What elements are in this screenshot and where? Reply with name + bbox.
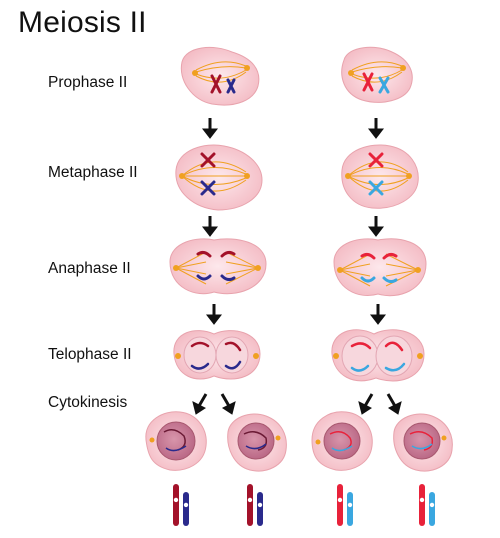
centromere-icon [257, 502, 263, 508]
chromosome-pair-right-b [419, 484, 435, 526]
arrow-icon [205, 304, 387, 325]
stage-label-metaphase: Metaphase II [48, 164, 138, 181]
stage-label-telophase: Telophase II [48, 346, 132, 363]
chromatid-partner [347, 492, 353, 526]
stage-label-prophase: Prophase II [48, 74, 128, 91]
chromatid-main [337, 484, 343, 526]
centrosome-icon [192, 65, 250, 76]
chromosome-pair-right-a [337, 484, 353, 526]
prophase-cell-left [180, 46, 260, 106]
arrow-icon [192, 393, 402, 415]
chromosome-pair-left-b [247, 484, 263, 526]
stage-label-cytokinesis: Cytokinesis [48, 394, 128, 411]
centromere-icon [173, 497, 179, 503]
chromatid-main [247, 484, 253, 526]
centromere-icon [337, 497, 343, 503]
telophase-cell-left [173, 330, 261, 380]
centrosome-icon [333, 353, 423, 359]
daughter-cell-4 [393, 413, 453, 472]
centromere-icon [183, 502, 189, 508]
centrosome-icon [275, 435, 281, 441]
telophase-cell-right [331, 329, 425, 382]
centrosome-icon [348, 65, 406, 76]
stage-label-anaphase: Anaphase II [48, 260, 131, 277]
chromatid-partner [257, 492, 263, 526]
centromere-icon [429, 502, 435, 508]
centrosome-icon [441, 435, 447, 441]
prophase-cell-right [341, 46, 413, 103]
chromatid-partner [183, 492, 189, 526]
centrosome-icon [179, 173, 250, 179]
chromatid-main [419, 484, 425, 526]
centrosome-icon [149, 437, 155, 443]
chromosome-pair-left-a [173, 484, 189, 526]
centrosome-icon [173, 265, 261, 271]
metaphase-cell-right [341, 144, 419, 209]
centrosome-icon [345, 173, 412, 179]
centromere-icon [419, 497, 425, 503]
daughter-cell-3 [311, 411, 373, 471]
chromatid-main [173, 484, 179, 526]
daughter-cell-2 [227, 413, 287, 472]
arrow-icon [201, 216, 385, 237]
anaphase-cell-left [169, 238, 267, 295]
centrosome-icon [175, 353, 259, 359]
arrow-icon [201, 118, 385, 139]
diagram-title: Meiosis II [18, 6, 147, 39]
centrosome-icon [315, 439, 321, 445]
centromere-icon [347, 502, 353, 508]
anaphase-cell-right [333, 238, 427, 297]
daughter-cell-1 [145, 411, 207, 471]
centromere-icon [247, 497, 253, 503]
centrosome-icon [337, 267, 421, 273]
final-chromosomes [173, 484, 435, 526]
metaphase-cell-left [175, 144, 263, 211]
chromatid-partner [429, 492, 435, 526]
